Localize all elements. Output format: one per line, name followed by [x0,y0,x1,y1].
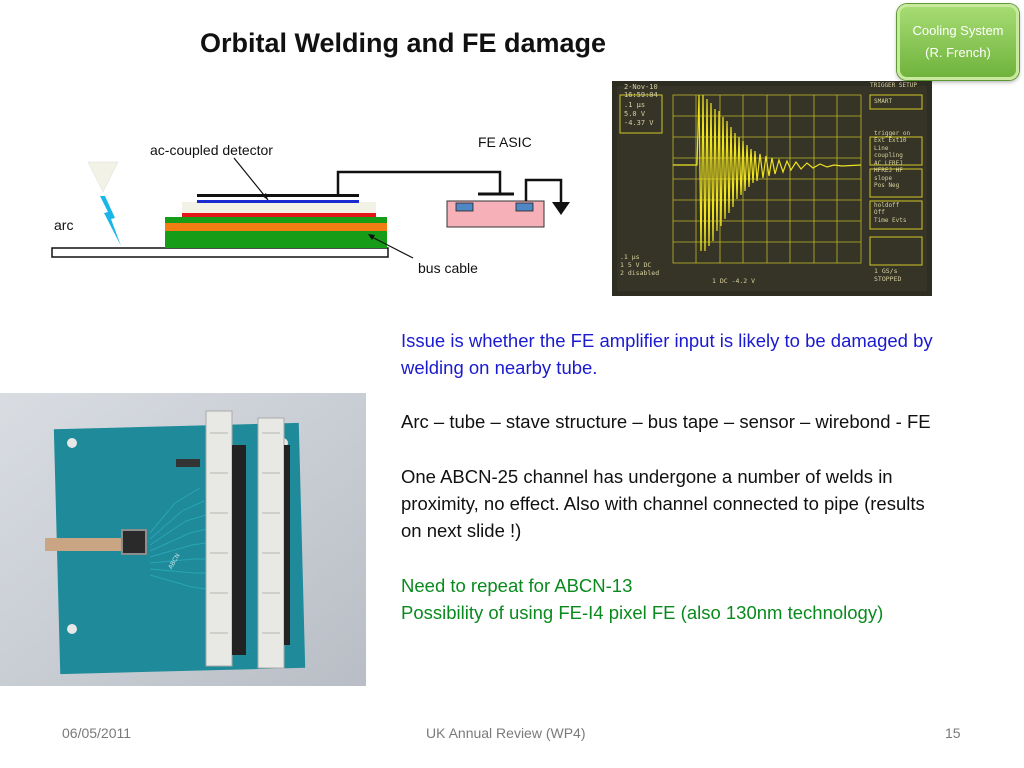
footer-title: UK Annual Review (WP4) [426,725,586,741]
sensor-blue-layer [197,200,359,203]
scope-settings-box [619,94,663,134]
bus-cable-pointer-head [368,234,375,240]
scope-menu-hf: HFREJ HF [874,167,903,174]
asic-pad-left [455,202,474,212]
pcb-hole [67,624,77,634]
bus-cable-green-layer [165,231,387,248]
issue-line-1: Issue is whether the FE amplifier input … [401,330,933,351]
welding-electrode [87,161,119,193]
scope-menu-line: Line [874,144,889,152]
fe-asic-label: FE ASIC [478,134,532,150]
scope-date: 2-Nov-10 [624,83,658,91]
bus-cable-orange-layer [165,223,387,231]
sensor-red-layer [182,213,376,217]
scope-menu-coupling: coupling [874,152,903,159]
stave-base [51,247,389,258]
repeat-text: Need to repeat for ABCN-13 [401,575,633,596]
scope-menu-trigger-on: trigger on [874,129,911,137]
scope-menu-smart: SMART [874,98,893,105]
scope-menu-slope: slope [874,174,893,182]
issue-text: Issue is whether the FE amplifier input … [401,327,933,381]
ground-arrow [552,202,570,215]
welding-schematic-diagram [51,157,570,259]
scope-menu [869,94,923,266]
scope-trigger-title: TRIGGER SETUP [870,82,917,89]
asic-ground-wire [524,178,563,202]
scope-trace [673,94,862,252]
page-number: 15 [945,725,961,741]
sensor-body [182,202,376,213]
detector-pointer-head [262,193,268,200]
scope-menu-pos: Pos Neg [874,182,900,189]
pcb-traces [149,487,207,590]
scope-sample-rate: 1 GS/s [874,267,898,275]
scope-bottom-timebase: .1 μs [620,253,640,261]
slide-title: Orbital Welding and FE damage [200,28,607,58]
scope-time: 16:59:04 [624,91,658,99]
header-pins-left [232,445,246,655]
copper-strip [45,538,123,551]
lightning-icon [100,196,121,246]
possibility-text: Possibility of using FE-I4 pixel FE (als… [401,602,884,623]
scope-dc-level: 1 DC -4.2 V [712,277,756,285]
wirebond-wire [336,170,502,194]
scope-status: STOPPED [874,275,902,283]
nav-button-line1: Cooling System [912,23,1004,38]
connector-right [257,417,285,669]
asic-chip [121,529,147,555]
sensor-top-plate [197,194,359,197]
scope-menu-ext: Ext Ext10 [874,137,907,144]
bus-cable-top-green [165,217,387,223]
scope-menu-holdoff: holdoff [874,201,900,209]
bus-cable-label: bus cable [418,260,478,276]
bus-cable-pointer-line [369,235,414,259]
scope-grid [672,94,862,264]
scope-channel1: 1 5 V DC [620,261,652,269]
scope-menu-off: Off [874,209,885,216]
abcn25-line-1: One ABCN-25 channel has undergone a numb… [401,466,893,487]
scope-menu-time: Time Evts [874,216,907,224]
footer-date: 06/05/2011 [62,725,132,741]
abcn25-line-3: on next slide !) [401,520,522,541]
cooling-system-link-button[interactable]: Cooling System (R. French) [897,4,1019,80]
chain-text: Arc – tube – stave structure – bus tape … [401,411,931,432]
scope-channel2: 2 disabled [620,269,660,277]
scope-timebase: .1 μs [624,101,646,109]
scope-menu-ac: AC LFREJ [874,159,903,167]
detector-pointer-line [233,157,269,201]
oscilloscope-photo: 2-Nov-10 16:59:04 .1 μs 5.0 V -4.37 V TR… [612,81,932,296]
asic-pad-right [515,202,534,212]
small-connector [176,459,200,467]
pcb-hole [67,438,77,448]
abcn25-text: One ABCN-25 channel has undergone a numb… [401,463,925,544]
header-pins-right [284,445,290,645]
arc-label: arc [54,217,74,233]
scope-offset: -4.37 V [624,119,654,127]
connector-left [205,410,233,667]
test-board-photo: ABCN [0,393,366,686]
scope-volts: 5.0 V [624,110,646,118]
detector-label: ac-coupled detector [150,142,273,158]
issue-line-2: welding on nearby tube. [401,357,598,378]
nav-button-line2: (R. French) [925,45,991,60]
abcn25-line-2: proximity, no effect. Also with channel … [401,493,925,514]
